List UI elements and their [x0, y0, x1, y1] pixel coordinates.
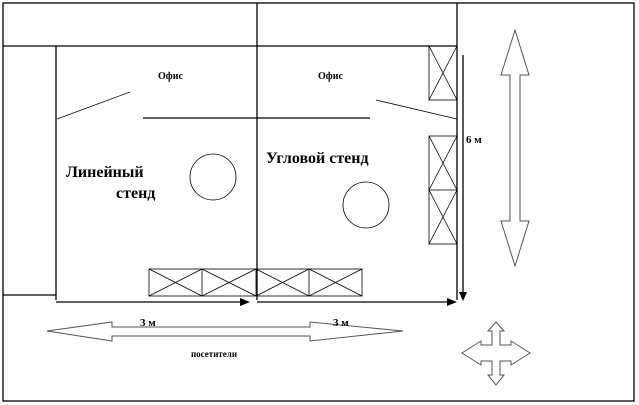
table-right — [342, 181, 390, 229]
display-cases-bottom — [148, 268, 363, 297]
linear-stand-label: Линейный — [66, 164, 144, 181]
visitor-flow-arrow — [46, 321, 404, 342]
width-arrows — [56, 298, 457, 306]
four-way-arrow-icon — [461, 321, 531, 386]
outer-frame — [2, 2, 635, 402]
office-label-right: Офис — [318, 71, 343, 82]
linear-stand-label-2: стенд — [116, 185, 155, 202]
visitors-label: посетители — [191, 349, 237, 359]
depth-arrow — [459, 55, 467, 301]
depth-label: 6 м — [466, 134, 482, 146]
table-left — [189, 153, 237, 201]
office-door-right — [375, 99, 458, 120]
office-label-left: Офис — [158, 71, 183, 82]
vertical-double-arrow — [500, 28, 530, 268]
corner-stand-label: Угловой стенд — [266, 150, 369, 167]
display-cases-right — [428, 45, 458, 245]
office-door-left — [56, 91, 131, 120]
width-label-right: 3 м — [333, 317, 349, 329]
width-label-left: 3 м — [140, 317, 156, 329]
